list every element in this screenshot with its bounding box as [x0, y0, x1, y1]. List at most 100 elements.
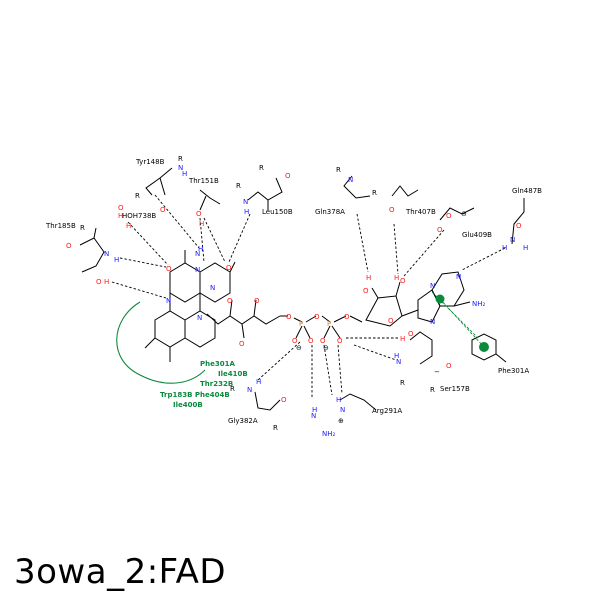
- atom-h3r: H: [366, 274, 371, 282]
- svg-text:R: R: [80, 224, 85, 232]
- svg-text:H: H: [502, 244, 507, 252]
- ribose-ring: [349, 281, 419, 327]
- svg-text:O: O: [96, 278, 102, 286]
- svg-text:N: N: [510, 236, 515, 244]
- svg-text:R: R: [259, 164, 264, 172]
- atom-n7: N: [430, 282, 435, 290]
- svg-text:H: H: [336, 396, 341, 404]
- hydro-thr232: Thr232B: [200, 380, 233, 388]
- atom-o2: O: [226, 264, 232, 272]
- atom-o1b: O: [320, 337, 326, 345]
- svg-text:R: R: [400, 379, 405, 387]
- atom-pb: P: [327, 320, 331, 328]
- atom-o2p: O: [227, 297, 233, 305]
- hydro-ile400: Ile400B: [173, 401, 203, 409]
- label-tyr148: Tyr148B: [135, 158, 165, 166]
- label-glu409: Glu409B: [462, 231, 492, 239]
- atom-o5p: O: [286, 313, 292, 321]
- svg-text:−: −: [434, 368, 440, 376]
- svg-text:O: O: [437, 226, 443, 234]
- svg-text:H: H: [126, 222, 131, 230]
- svg-text:O: O: [516, 222, 522, 230]
- atom-o4p: O: [254, 297, 260, 305]
- page-title: 3owa_2:FAD: [14, 552, 227, 592]
- svg-text:H: H: [312, 406, 317, 414]
- svg-text:⊖: ⊖: [461, 210, 467, 218]
- svg-text:O: O: [389, 206, 395, 214]
- label-gly382: Gly382A: [228, 417, 258, 425]
- svg-text:O: O: [160, 206, 166, 214]
- svg-text:R: R: [135, 192, 140, 200]
- atom-n1: N: [210, 284, 215, 292]
- svg-text:H: H: [394, 352, 399, 360]
- hydrophobic-contact-arc: [116, 301, 206, 384]
- residue-bonds: [79, 167, 525, 411]
- label-gln378: Gln378A: [315, 208, 345, 216]
- label-ser157: Ser157B: [440, 385, 470, 393]
- svg-text:R: R: [273, 424, 278, 432]
- label-arg291: Arg291A: [372, 407, 402, 415]
- svg-text:H: H: [199, 220, 204, 228]
- atom-o1a: O: [292, 337, 298, 345]
- atom-o2b: O: [337, 337, 343, 345]
- svg-text:N: N: [243, 198, 248, 206]
- svg-text:N: N: [348, 176, 353, 184]
- svg-text:R: R: [430, 386, 435, 394]
- ribityl-chain: [206, 313, 281, 325]
- atom-n3: N: [195, 250, 200, 258]
- svg-text:R: R: [236, 182, 241, 190]
- atom-o2a: O: [308, 337, 314, 345]
- svg-text:O: O: [118, 204, 124, 212]
- svg-text:N: N: [340, 406, 345, 414]
- svg-text:H: H: [523, 244, 528, 252]
- atom-n5: N: [166, 297, 171, 305]
- svg-text:H: H: [244, 208, 249, 216]
- label-hoh738: HOH738B: [122, 212, 156, 220]
- atom-o2r: O: [400, 277, 406, 285]
- flavin-ring-system: [144, 250, 236, 362]
- svg-text:O: O: [281, 396, 287, 404]
- svg-text:N: N: [178, 164, 183, 172]
- hydro-trp183-phe404: Trp183B Phe404B: [160, 391, 230, 399]
- svg-text:N: N: [396, 358, 401, 366]
- atom-o4r: O: [388, 317, 394, 325]
- phe301-ring: [471, 333, 507, 363]
- svg-text:N: N: [311, 412, 316, 420]
- label-thr185: Thr185B: [45, 222, 76, 230]
- hydro-phe301: Phe301A: [200, 360, 235, 368]
- svg-text:H: H: [400, 335, 405, 343]
- atom-n-ring: N: [195, 266, 200, 274]
- hydrophobic-labels: Phe301A Ile410B Thr232B Trp183B Phe404B …: [160, 360, 248, 409]
- svg-text:⊕: ⊕: [338, 417, 344, 425]
- svg-text:R: R: [178, 155, 183, 163]
- atom-n10: N: [197, 314, 202, 322]
- svg-text:O: O: [408, 330, 414, 338]
- hydrogen-bond-lines: [111, 194, 506, 398]
- hydro-ile410: Ile410B: [218, 370, 248, 378]
- svg-text:H: H: [118, 212, 123, 220]
- atom-labels: N H O O N N N N O O O O P O P O O O O O …: [166, 245, 486, 352]
- diphosphate-group: [293, 315, 347, 339]
- atom-pa: P: [299, 320, 303, 328]
- residue-labels: Tyr148B Thr151B Leu150B Thr185B HOH738B …: [45, 158, 542, 425]
- label-thr407: Thr407B: [405, 208, 436, 216]
- svg-text:O: O: [446, 362, 452, 370]
- atom-n9: N: [430, 318, 435, 326]
- label-phe301-right: Phe301A: [498, 367, 529, 375]
- atom-o4: O: [166, 265, 172, 273]
- adenine-ring: [417, 271, 471, 323]
- atom-o5r: O: [344, 313, 350, 321]
- svg-text:N: N: [247, 386, 252, 394]
- svg-text:H: H: [182, 170, 187, 178]
- pi-stacking-line: [439, 298, 485, 348]
- svg-text:H: H: [114, 256, 119, 264]
- svg-text:R: R: [372, 189, 377, 197]
- atom-n1a: N: [456, 273, 461, 281]
- svg-text:N: N: [104, 250, 109, 258]
- svg-text:O: O: [66, 242, 72, 250]
- charge-a: ⊖: [296, 344, 302, 352]
- label-thr151: Thr151B: [188, 177, 219, 185]
- label-gln487: Gln487B: [512, 187, 542, 195]
